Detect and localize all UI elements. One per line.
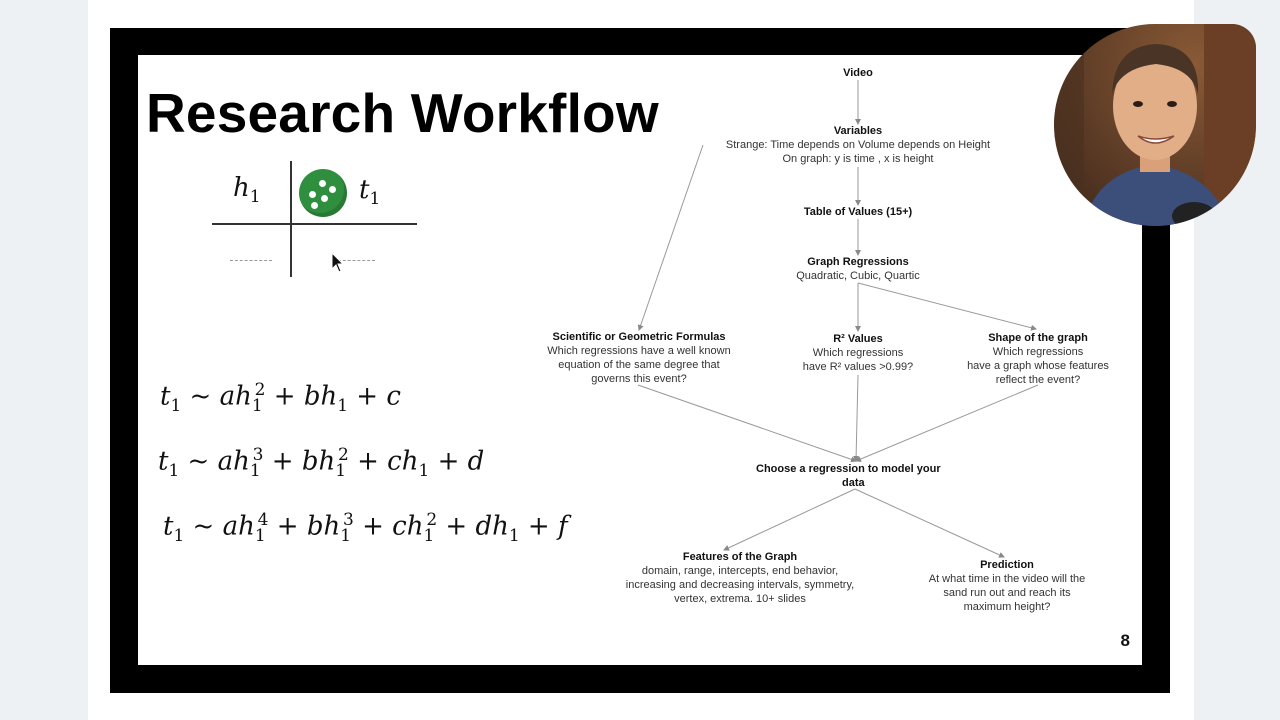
page-number: 8 [1120, 631, 1130, 650]
flow-node-formulas-title: Scientific or Geometric Formulas [552, 331, 726, 343]
flow-node-features-line3: vertex, extrema. 10+ slides [674, 593, 806, 605]
table-blank-cell-h [230, 260, 272, 261]
equation-quartic: t1 ~ ah14 + bh13 + ch12 + dh1 + f [163, 510, 568, 546]
table-header-t-sub: 1 [369, 189, 381, 210]
flow-node-prediction: Prediction At what time in the video wil… [912, 558, 1102, 614]
flow-node-choose-regression: Choose a regression to model your data [746, 462, 966, 490]
flow-node-features: Features of the Graph domain, range, int… [600, 550, 880, 606]
table-header-t: t1 [359, 175, 380, 209]
table-header-h-letter: h [233, 173, 250, 203]
equation-cubic: t1 ~ ah13 + bh12 + ch1 + d [158, 445, 485, 481]
table-header-h: h1 [233, 173, 261, 207]
mouse-cursor-icon [331, 252, 345, 273]
flow-node-graph-regressions-line1: Quadratic, Cubic, Quartic [796, 270, 920, 282]
webcam-overlay [1054, 24, 1256, 226]
flow-node-r2-values: R² Values Which regressions have R² valu… [778, 332, 938, 374]
flow-node-r2-values-line1: Which regressions [812, 347, 904, 359]
ball-icon [299, 169, 347, 217]
table-horizontal-line [212, 223, 417, 225]
flow-node-graph-regressions-title: Graph Regressions [807, 256, 909, 268]
flow-node-variables-line2: On graph: y is time , x is height [782, 153, 934, 165]
flow-node-video: Video [758, 66, 958, 80]
flow-node-video-title: Video [843, 67, 873, 79]
equation-quadratic: t1 ~ ah12 + bh1 + c [160, 380, 401, 416]
flow-node-r2-values-line2: have R² values >0.99? [802, 361, 914, 373]
flow-node-formulas-line2: equation of the same degree that [558, 359, 720, 371]
flow-node-prediction-line3: maximum height? [963, 601, 1051, 613]
flow-node-features-title: Features of the Graph [682, 551, 798, 563]
flow-node-shape-of-graph: Shape of the graph Which regressions hav… [948, 331, 1128, 387]
table-header-t-letter: t [359, 175, 370, 205]
flow-node-formulas-line1: Which regressions have a well known [547, 345, 731, 357]
flow-node-variables-line1: Strange: Time depends on Volume depends … [725, 139, 991, 151]
flow-node-variables-title: Variables [833, 125, 883, 137]
flow-node-shape-of-graph-line2: have a graph whose features [967, 360, 1109, 372]
flow-node-r2-values-title: R² Values [833, 333, 883, 345]
flow-node-features-line1: domain, range, intercepts, end behavior, [641, 565, 839, 577]
slide-title: Research Workflow [146, 82, 659, 144]
flow-node-features-line2: increasing and decreasing intervals, sym… [625, 579, 855, 591]
slide: Research Workflow h1 t1 t1 ~ ah12 + bh1 … [138, 55, 1142, 665]
table-header-h-sub: 1 [249, 187, 261, 208]
flow-node-formulas-line3: governs this event? [591, 373, 687, 385]
flow-node-table-of-values: Table of Values (15+) [758, 205, 958, 219]
flow-node-table-of-values-title: Table of Values (15+) [803, 206, 913, 218]
flowchart-arrows [637, 80, 1039, 558]
flow-node-shape-of-graph-line1: Which regressions [992, 346, 1084, 358]
flow-node-graph-regressions: Graph Regressions Quadratic, Cubic, Quar… [758, 255, 958, 283]
flow-node-prediction-title: Prediction [980, 559, 1034, 571]
flow-node-shape-of-graph-title: Shape of the graph [988, 332, 1088, 344]
flow-node-variables: Variables Strange: Time depends on Volum… [698, 124, 1018, 166]
presenter-video-icon [1054, 24, 1256, 226]
flow-node-prediction-line2: sand run out and reach its [943, 587, 1071, 599]
flow-node-prediction-line1: At what time in the video will the [928, 573, 1086, 585]
flow-node-choose-regression-line2: data [842, 477, 865, 489]
flow-node-shape-of-graph-line3: reflect the event? [995, 374, 1081, 386]
table-blank-cell-t [333, 260, 375, 261]
flow-node-formulas: Scientific or Geometric Formulas Which r… [529, 330, 749, 386]
table-vertical-line [290, 161, 292, 277]
flow-node-choose-regression-line1: Choose a regression to model your [756, 463, 941, 475]
